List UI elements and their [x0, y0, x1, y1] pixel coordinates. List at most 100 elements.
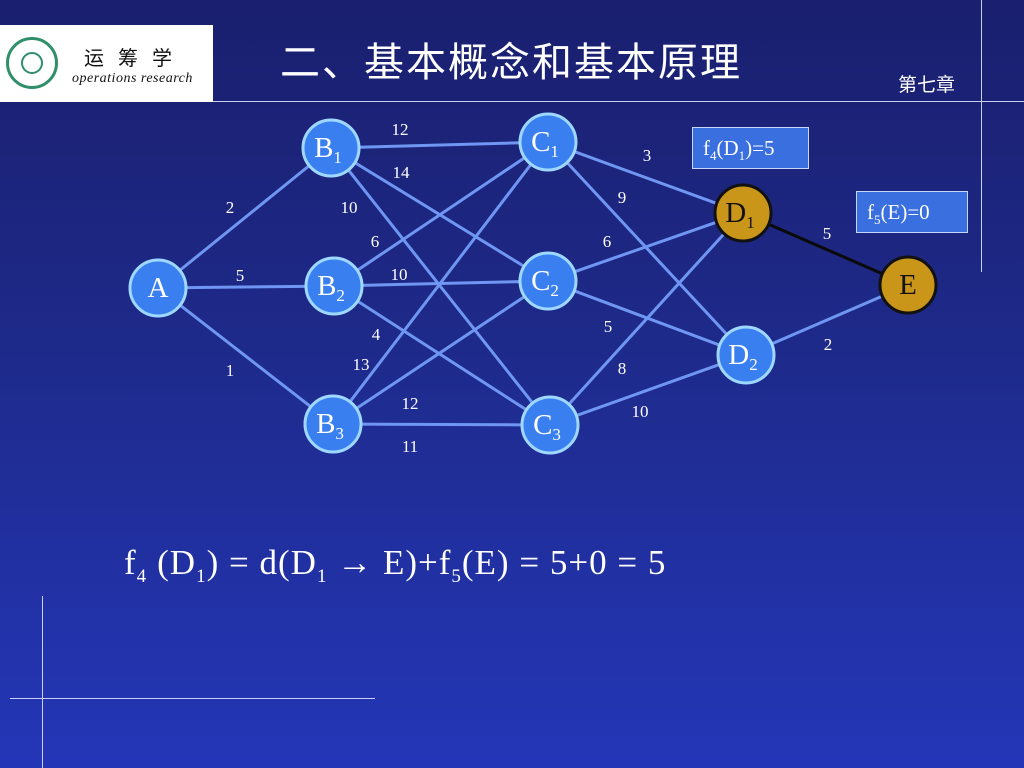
node-a: A — [128, 258, 188, 318]
f4-arg-base: D — [723, 136, 739, 160]
node-d2: D2 — [716, 325, 776, 385]
edge-b1-c3 — [347, 169, 534, 404]
edge-a-b2 — [185, 284, 307, 290]
node-e: E — [878, 255, 938, 315]
f4-d1-callout: f4(D1)=5 — [692, 127, 809, 169]
edge-weight-c3-d2: 10 — [632, 402, 649, 421]
edge-weight-b2-c1: 6 — [371, 232, 380, 251]
edge-weight-b2-c3: 4 — [372, 325, 381, 344]
node-circle-e — [878, 255, 938, 315]
edge-weight-c1-d1: 3 — [643, 146, 652, 165]
node-circle-c1 — [518, 112, 578, 172]
node-circle-c2 — [518, 251, 578, 311]
f4-rest: )=5 — [745, 136, 775, 160]
formula-lhs-f: f — [124, 543, 137, 582]
edge-weight-c1-d2: 9 — [618, 188, 627, 207]
right-vertical-rule — [981, 0, 982, 272]
edge-weight-b1-c1: 12 — [392, 120, 409, 139]
f5-e-callout: f5(E)=0 — [856, 191, 968, 233]
node-circle-a — [128, 258, 188, 318]
edge-c1-d2 — [565, 161, 729, 336]
node-label-e: E — [899, 269, 917, 301]
edge-a-b1 — [178, 164, 311, 272]
formula-lhs-close: ) — [206, 543, 220, 582]
edge-c3-d1 — [567, 232, 726, 406]
formula-f5-arg: (E) — [461, 543, 510, 582]
edge-b2-c1 — [356, 156, 526, 272]
node-circle-b2 — [304, 256, 364, 316]
node-label-sub-d2: 2 — [749, 355, 758, 374]
edge-c3-d2 — [575, 363, 721, 417]
node-circle-d1 — [713, 183, 773, 243]
edge-a-b3 — [179, 303, 312, 409]
f4-func-sub: 4 — [710, 148, 717, 164]
formula-d: d(D — [259, 543, 317, 582]
edge-weight-c2-d2: 5 — [604, 317, 613, 336]
edge-b3-c2 — [355, 295, 526, 410]
university-seal-icon — [6, 37, 58, 89]
formula-f5: f — [438, 543, 452, 582]
f4-arg-sub: 1 — [738, 148, 746, 164]
node-b2: B2 — [304, 256, 364, 316]
edge-weight-a-b3: 1 — [226, 361, 235, 380]
edge-d1-e — [768, 222, 883, 276]
node-label-sub-b2: 2 — [336, 286, 345, 305]
node-label-a: A — [148, 272, 169, 304]
node-circle-d2 — [716, 325, 776, 385]
recurrence-formula: f4(D1) = d(D1 → E)+f5(E) = 5+0 = 5 — [124, 543, 666, 588]
formula-v1: 5 — [549, 543, 569, 582]
edge-d2-e — [771, 294, 883, 346]
header-rule — [0, 101, 1024, 102]
node-label-sub-b3: 3 — [335, 424, 344, 443]
university-logo: 运筹学 operations research — [0, 25, 213, 102]
node-b3: B3 — [303, 394, 363, 454]
node-c2: C2 — [518, 251, 578, 311]
edge-c1-d1 — [573, 150, 718, 205]
edge-b2-c3 — [356, 299, 528, 412]
edge-b3-c1 — [348, 163, 533, 403]
logo-english-text: operations research — [72, 71, 193, 86]
formula-eq1: = — [229, 543, 250, 582]
node-d1: D1 — [713, 183, 773, 243]
edge-c2-d1 — [573, 220, 718, 274]
bottom-left-vertical-rule — [42, 596, 43, 768]
formula-d-close: E) — [382, 543, 418, 582]
formula-lhs-sub: 4 — [136, 566, 148, 587]
formula-eq2: = — [519, 543, 541, 582]
node-circle-b1 — [301, 118, 361, 178]
formula-plus2: + — [568, 543, 590, 582]
formula-eq3: = — [617, 543, 639, 582]
edge-weight-b2-c2: 10 — [391, 265, 408, 284]
f5-func: f — [867, 200, 874, 224]
f5-func-sub: 5 — [874, 212, 881, 228]
bottom-left-horizontal-rule — [10, 698, 375, 699]
edge-weight-a-b1: 2 — [226, 198, 235, 217]
node-label-d1: D1 — [725, 197, 754, 232]
node-circle-c3 — [520, 395, 580, 455]
node-label-sub-b1: 1 — [333, 148, 342, 167]
node-label-sub-c3: 3 — [552, 425, 561, 444]
edge-weight-b1-c2: 14 — [393, 163, 411, 182]
formula-v2: 0 — [589, 543, 608, 582]
chapter-label: 第七章 — [898, 74, 956, 96]
edge-weight-d2-e: 2 — [824, 335, 833, 354]
formula-d-sub: 1 — [316, 566, 328, 587]
edge-weight-c2-d1: 6 — [603, 232, 612, 251]
edge-b3-c3 — [360, 422, 523, 427]
formula-plus1: + — [417, 543, 439, 582]
edge-weight-b3-c3: 11 — [402, 437, 418, 456]
node-c3: C3 — [520, 395, 580, 455]
node-circle-b3 — [303, 394, 363, 454]
edges-layer — [178, 141, 883, 427]
node-c1: C1 — [518, 112, 578, 172]
f4-func: f — [703, 136, 710, 160]
formula-lhs-open: (D — [157, 543, 197, 582]
slide-title: 二、基本概念和基本原理 — [280, 40, 742, 86]
formula-arrow: → — [337, 543, 374, 582]
formula-lhs-arg-sub: 1 — [196, 566, 207, 587]
node-label-sub-c1: 1 — [550, 142, 559, 161]
node-b1: B1 — [301, 118, 361, 178]
